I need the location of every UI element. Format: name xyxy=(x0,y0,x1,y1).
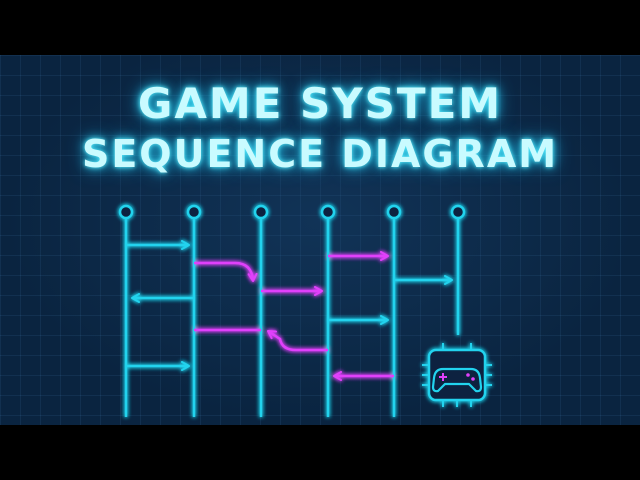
letterbox-bottom xyxy=(0,425,640,480)
letterbox-top xyxy=(0,0,640,55)
diagram-stage: GAME SYSTEM SEQUENCE DIAGRAM xyxy=(0,55,640,425)
message-arrow-9 xyxy=(267,329,328,352)
title-line-2: SEQUENCE DIAGRAM xyxy=(81,132,559,176)
lifeline-head-1 xyxy=(118,204,134,220)
sequence-diagram xyxy=(118,204,492,417)
lifeline-head-2 xyxy=(186,204,202,220)
game-controller-chip-icon xyxy=(422,343,492,407)
message-arrow-2 xyxy=(194,261,258,282)
title-line-1: GAME SYSTEM xyxy=(137,79,503,128)
lifeline-head-4 xyxy=(320,204,336,220)
lifeline-2 xyxy=(186,204,202,417)
lifeline-head-3 xyxy=(253,204,269,220)
lifeline-4 xyxy=(320,204,336,417)
lifeline-3 xyxy=(253,204,269,417)
lifeline-6 xyxy=(450,204,466,335)
lifeline-head-6 xyxy=(450,204,466,220)
lifeline-head-5 xyxy=(386,204,402,220)
lifeline-5 xyxy=(386,204,402,417)
lifeline-1 xyxy=(118,204,134,417)
